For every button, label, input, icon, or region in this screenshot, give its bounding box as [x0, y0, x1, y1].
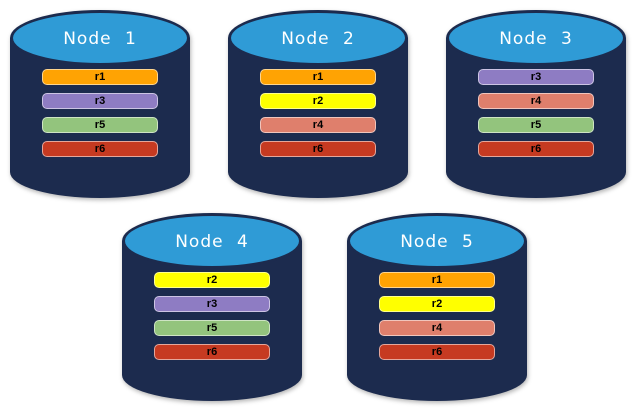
- replica-label: r4: [312, 118, 324, 131]
- replica-label: r2: [312, 94, 324, 107]
- replica-bar-r1: r1: [42, 69, 158, 85]
- replica-label: r6: [530, 142, 542, 155]
- cylinder-top: Node 5: [347, 213, 527, 269]
- replica-label: r1: [94, 70, 106, 83]
- node-label: Node 5: [400, 232, 474, 252]
- replica-list: r1 r2 r4 r6: [260, 69, 376, 165]
- database-node-4: Node 4 r2 r3 r5 r6: [122, 213, 302, 401]
- replica-label: r6: [312, 142, 324, 155]
- replica-label: r6: [94, 142, 106, 155]
- cylinder-top: Node 3: [446, 10, 626, 66]
- database-node-3: Node 3 r3 r4 r5 r6: [446, 10, 626, 198]
- database-node-2: Node 2 r1 r2 r4 r6: [228, 10, 408, 198]
- replica-bar-r1: r1: [260, 69, 376, 85]
- replica-list: r1 r3 r5 r6: [42, 69, 158, 165]
- replica-list: r1 r2 r4 r6: [379, 272, 495, 368]
- replica-label: r1: [431, 273, 443, 286]
- replica-bar-r4: r4: [478, 93, 594, 109]
- replica-bar-r4: r4: [379, 320, 495, 336]
- cylinder-top: Node 2: [228, 10, 408, 66]
- node-label: Node 2: [281, 29, 355, 49]
- replica-bar-r1: r1: [379, 272, 495, 288]
- cylinder-top: Node 4: [122, 213, 302, 269]
- replica-label: r3: [94, 94, 106, 107]
- replica-bar-r5: r5: [154, 320, 270, 336]
- cylinder-top: Node 1: [10, 10, 190, 66]
- replica-label: r6: [206, 345, 218, 358]
- replica-bar-r6: r6: [379, 344, 495, 360]
- replica-bar-r6: r6: [478, 141, 594, 157]
- replica-label: r6: [431, 345, 443, 358]
- replica-bar-r3: r3: [42, 93, 158, 109]
- replica-bar-r3: r3: [478, 69, 594, 85]
- replica-list: r2 r3 r5 r6: [154, 272, 270, 368]
- replica-list: r3 r4 r5 r6: [478, 69, 594, 165]
- node-label: Node 1: [63, 29, 137, 49]
- database-node-1: Node 1 r1 r3 r5 r6: [10, 10, 190, 198]
- replica-label: r5: [206, 321, 218, 334]
- replica-bar-r6: r6: [42, 141, 158, 157]
- node-label: Node 4: [175, 232, 249, 252]
- replica-bar-r6: r6: [154, 344, 270, 360]
- replica-bar-r4: r4: [260, 117, 376, 133]
- replica-bar-r5: r5: [42, 117, 158, 133]
- replica-label: r1: [312, 70, 324, 83]
- replica-label: r3: [206, 297, 218, 310]
- replica-label: r3: [530, 70, 542, 83]
- replica-bar-r6: r6: [260, 141, 376, 157]
- replica-label: r2: [431, 297, 443, 310]
- node-label: Node 3: [499, 29, 573, 49]
- replica-label: r5: [530, 118, 542, 131]
- replica-bar-r5: r5: [478, 117, 594, 133]
- replica-bar-r3: r3: [154, 296, 270, 312]
- replica-bar-r2: r2: [379, 296, 495, 312]
- replica-label: r4: [530, 94, 542, 107]
- database-node-5: Node 5 r1 r2 r4 r6: [347, 213, 527, 401]
- replica-label: r5: [94, 118, 106, 131]
- replica-label: r2: [206, 273, 218, 286]
- replica-bar-r2: r2: [260, 93, 376, 109]
- replica-label: r4: [431, 321, 443, 334]
- replica-bar-r2: r2: [154, 272, 270, 288]
